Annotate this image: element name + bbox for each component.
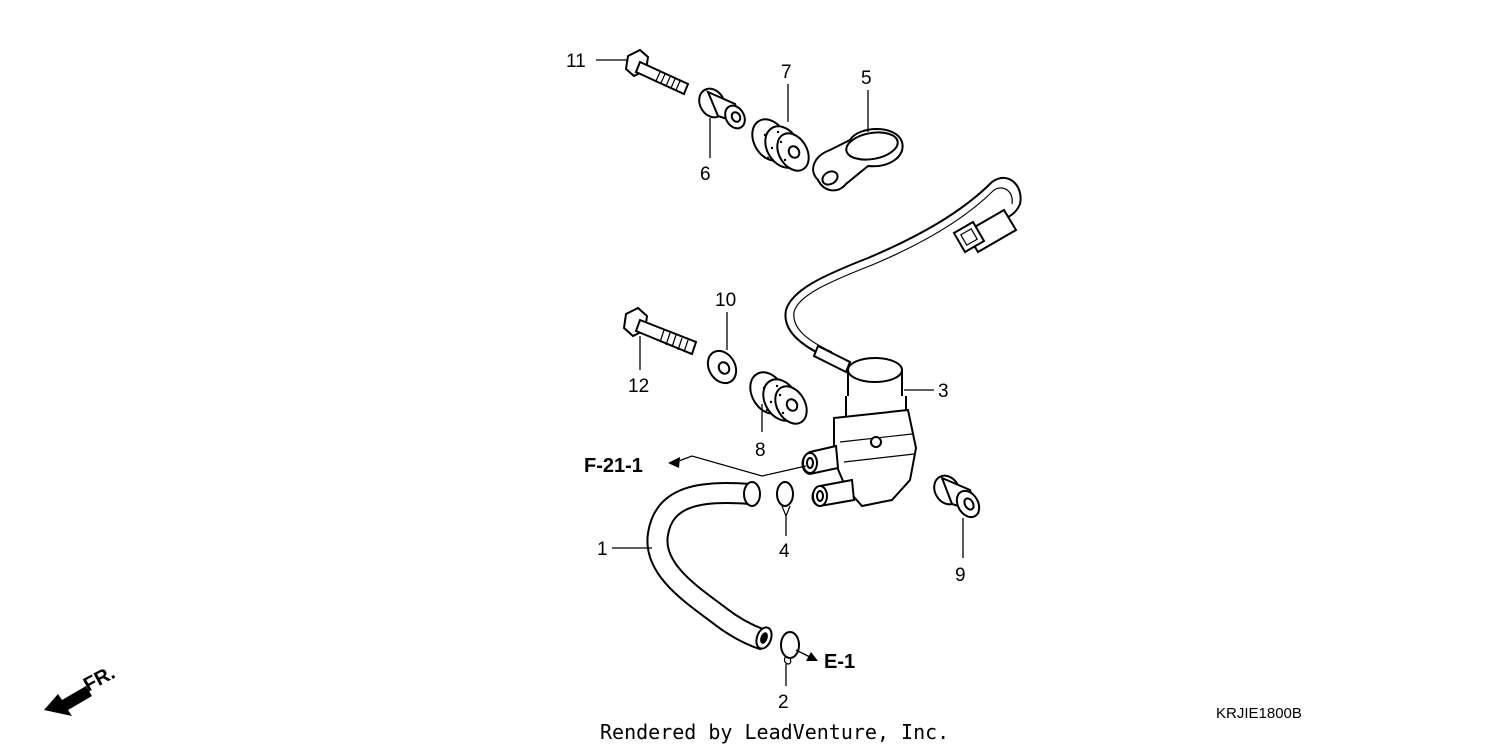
part-4-clip[interactable]	[776, 481, 794, 518]
part-2-clip[interactable]	[780, 631, 800, 665]
render-credit: Rendered by LeadVenture, Inc.	[600, 720, 949, 744]
reference-e1-label[interactable]: E-1	[824, 651, 855, 673]
part-10-washer[interactable]	[702, 346, 742, 388]
callout-5: 5	[861, 68, 872, 89]
part-11-bolt[interactable]	[624, 48, 690, 96]
callout-8: 8	[755, 440, 766, 461]
callout-3: 3	[938, 381, 949, 402]
part-12-bolt[interactable]	[622, 306, 698, 356]
front-arrow-icon	[44, 686, 92, 716]
callout-9: 9	[955, 565, 966, 586]
reference-e1-arrow	[795, 649, 818, 661]
callout-7: 7	[781, 62, 792, 83]
callout-11: 11	[566, 51, 586, 72]
part-1-hose[interactable]	[646, 481, 774, 651]
part-9-collar[interactable]	[929, 471, 984, 521]
reference-f21-label[interactable]: F-21-1	[584, 455, 643, 477]
callout-4: 4	[779, 541, 790, 562]
callout-6: 6	[700, 164, 711, 185]
diagram-code: KRJIE1800B	[1216, 705, 1302, 722]
callout-10: 10	[715, 290, 736, 311]
part-8-grommet[interactable]	[743, 366, 813, 429]
wire-harness[interactable]	[784, 176, 1022, 359]
callout-12: 12	[628, 376, 649, 397]
part-3-control-valve[interactable]	[801, 344, 918, 508]
part-6-collar[interactable]	[694, 84, 749, 132]
part-5-clamp[interactable]	[812, 128, 904, 192]
callout-1: 1	[597, 539, 608, 560]
part-7-grommet[interactable]	[745, 113, 815, 176]
reference-f21-arrow	[668, 455, 807, 477]
callout-2: 2	[778, 692, 789, 713]
